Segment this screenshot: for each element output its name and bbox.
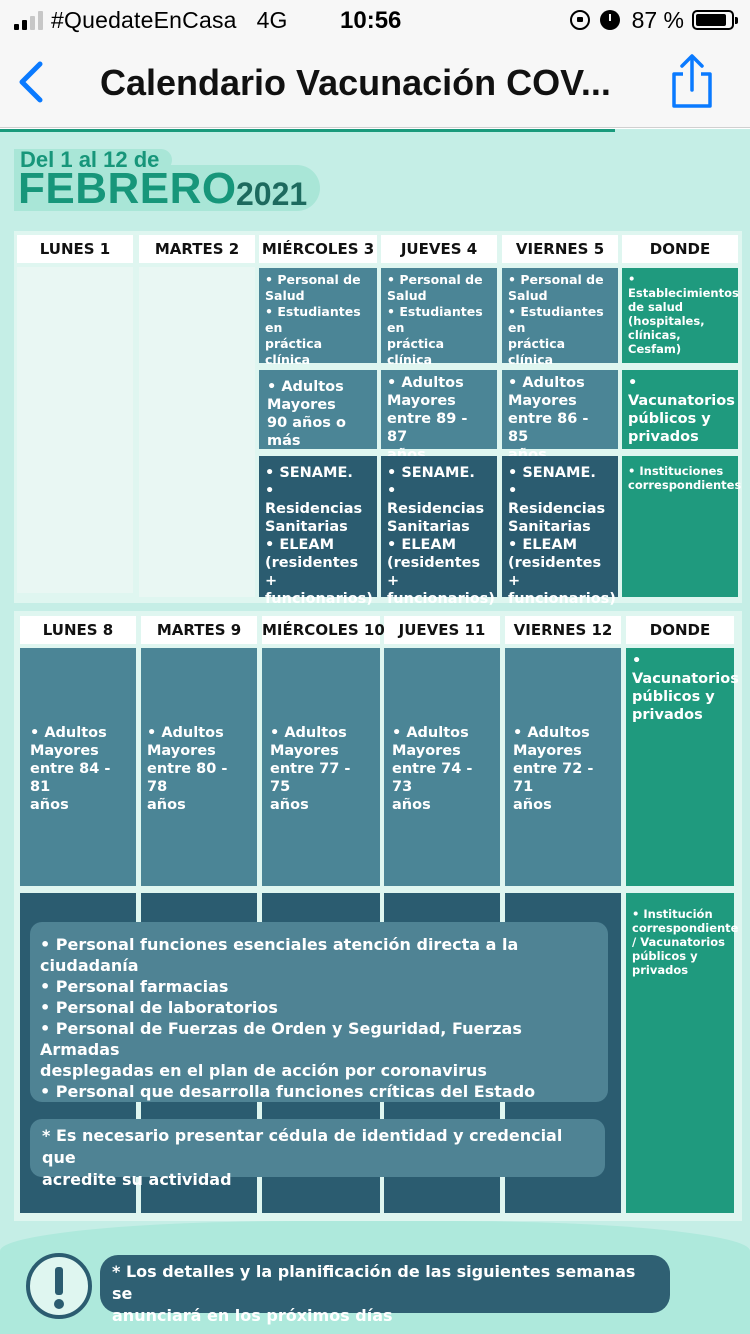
year-label: 2021 — [236, 176, 308, 212]
location-cell: • Vacunatorios públicos y privados — [626, 648, 739, 886]
location-cell: • Instituciones correspondientes — [622, 456, 741, 597]
battery-percentage: 87 % — [631, 6, 684, 33]
share-button[interactable] — [668, 52, 716, 112]
header-miercoles-10: MIÉRCOLES 10 — [262, 616, 385, 644]
schedule-cell: • Adultos Mayores 90 años o más — [259, 370, 377, 449]
footer-note: * Los detalles y la planificación de las… — [100, 1255, 670, 1325]
location-cell: • Vacunatorios públicos y privados — [622, 370, 738, 449]
schedule-cell: • SENAME. • Residencias Sanitarias • ELE… — [381, 456, 497, 607]
schedule-cell: • Personal de Salud • Estudiantes en prá… — [259, 268, 377, 367]
exclamation-icon — [26, 1253, 92, 1319]
essential-workers-list: • Personal funciones esenciales atención… — [30, 922, 608, 1102]
schedule-cell: • Adultos Mayores entre 77 - 75 años — [262, 648, 380, 886]
status-bar: #QuedateEnCasa 4G 10:56 87 % — [0, 0, 750, 40]
carrier-name: #QuedateEnCasa — [51, 6, 237, 33]
header-miercoles-3: MIÉRCOLES 3 — [259, 235, 377, 263]
header-viernes-12: VIERNES 12 — [505, 616, 621, 644]
header-martes-2: MARTES 2 — [139, 235, 255, 263]
date-range-label: Del 1 al 12 de — [20, 147, 160, 172]
divider — [0, 129, 615, 132]
clock: 10:56 — [340, 7, 402, 34]
battery-icon — [692, 10, 738, 30]
week1-table — [14, 231, 742, 603]
schedule-cell: • SENAME. • Residencias Sanitarias • ELE… — [259, 456, 377, 607]
schedule-cell: • Adultos Mayores entre 89 - 87 años — [381, 370, 497, 463]
schedule-cell: • Adultos Mayores entre 80 - 78 años — [141, 648, 257, 886]
id-requirement-note: * Es necesario presentar cédula de ident… — [30, 1119, 605, 1189]
navigation-bar: Calendario Vacunación COV... — [0, 40, 750, 128]
header-jueves-4: JUEVES 4 — [381, 235, 497, 263]
schedule-cell: • Personal de Salud • Estudiantes en prá… — [502, 268, 618, 367]
alarm-icon — [599, 10, 620, 30]
header-lunes-8: LUNES 8 — [20, 616, 136, 644]
header-viernes-5: VIERNES 5 — [502, 235, 618, 263]
back-button[interactable] — [12, 54, 56, 110]
empty-day-cell — [139, 267, 255, 597]
header-lunes-1: LUNES 1 — [17, 235, 133, 263]
schedule-cell: • Adultos Mayores entre 84 - 81 años — [20, 648, 136, 886]
share-icon — [672, 54, 712, 108]
month-title: FEBRERO — [18, 164, 237, 213]
header-donde: DONDE — [622, 235, 738, 263]
schedule-cell: • Adultos Mayores entre 74 - 73 años — [384, 648, 500, 886]
schedule-cell: • Personal de Salud • Estudiantes en prá… — [381, 268, 497, 367]
chevron-left-icon — [19, 61, 43, 103]
location-cell: • Establecimientos de salud (hospitales,… — [622, 268, 739, 363]
location-cell: • Institución correspondiente / Vacunato… — [626, 893, 738, 1213]
header-donde: DONDE — [626, 616, 734, 644]
network-type: 4G — [256, 6, 288, 33]
schedule-cell: • Adultos Mayores entre 86 - 85 años. — [502, 370, 618, 463]
page-title: Calendario Vacunación COV... — [100, 62, 611, 103]
header-martes-9: MARTES 9 — [141, 616, 257, 644]
schedule-cell: • SENAME. • Residencias Sanitarias • ELE… — [502, 456, 618, 607]
signal-icon — [14, 10, 43, 30]
orientation-lock-icon — [569, 10, 590, 30]
empty-day-cell — [17, 267, 133, 593]
schedule-cell: • Adultos Mayores entre 72 - 71 años — [505, 648, 621, 886]
header-jueves-11: JUEVES 11 — [384, 616, 500, 644]
vaccination-calendar-image: Del 1 al 12 de FEBRERO 2021 LUNES 1 MART… — [0, 129, 750, 1334]
